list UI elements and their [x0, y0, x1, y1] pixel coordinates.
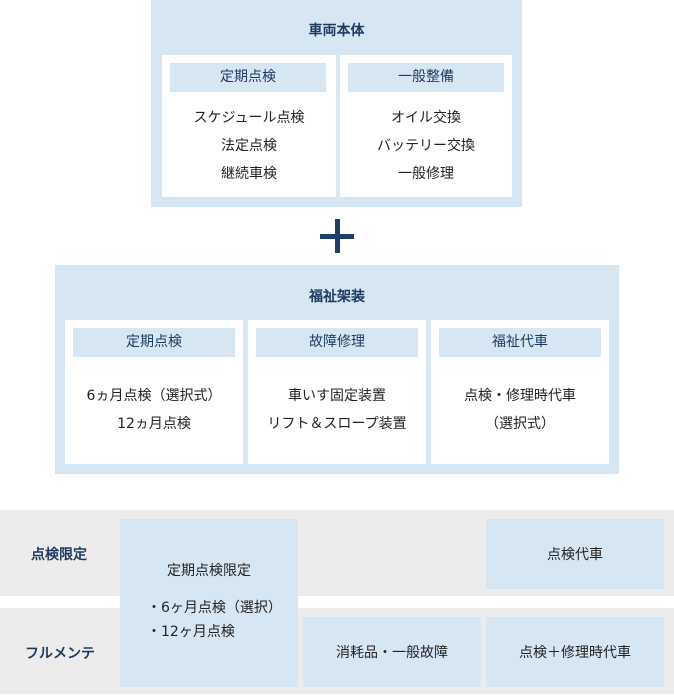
list-item: 一般修理 — [398, 166, 454, 182]
vehicle-general-list: オイル交換 バッテリー交換 一般修理 — [340, 104, 512, 188]
welfare-repair-list: 車いす固定装置 リフト＆スロープ装置 — [248, 382, 426, 438]
list-item: スケジュール点検 — [193, 110, 305, 126]
welfare-car-header: 福祉代車 — [439, 328, 601, 357]
vehicle-periodic-list: スケジュール点検 法定点検 継続車検 — [162, 104, 336, 188]
vehicle-periodic-card: 定期点検 スケジュール点検 法定点検 継続車検 — [162, 55, 336, 197]
list-item: 点検・修理時代車 — [464, 388, 576, 404]
welfare-car-list: 点検・修理時代車 （選択式） — [431, 382, 609, 438]
list-item: （選択式） — [485, 416, 555, 432]
consumables-cell: 消耗品・一般故障 — [303, 617, 481, 687]
list-item: 継続車検 — [221, 166, 277, 182]
welfare-periodic-list: 6ヵ月点検（選択式） 12ヵ月点検 — [65, 382, 243, 438]
full-plan-label: フルメンテ — [25, 646, 95, 662]
welfare-car-card: 福祉代車 点検・修理時代車 （選択式） — [431, 320, 609, 464]
vehicle-panel: 車両本体 定期点検 スケジュール点検 法定点検 継続車検 一般整備 オイル交換 … — [151, 0, 522, 207]
vehicle-general-card: 一般整備 オイル交換 バッテリー交換 一般修理 — [340, 55, 512, 197]
periodic-limited-title: 定期点検限定 — [167, 563, 251, 579]
repair-car-cell: 点検＋修理時代車 — [486, 617, 664, 687]
welfare-periodic-header: 定期点検 — [73, 328, 235, 357]
inspection-plan-label: 点検限定 — [31, 547, 87, 563]
list-item: リフト＆スロープ装置 — [267, 416, 407, 432]
periodic-limited-cell: 定期点検限定 ・6ヶ月点検（選択） ・12ヶ月点検 — [120, 519, 298, 687]
list-item: 法定点検 — [221, 138, 277, 154]
welfare-panel: 福祉架装 定期点検 6ヵ月点検（選択式） 12ヵ月点検 故障修理 車いす固定装置… — [55, 265, 619, 474]
list-item: 6ヵ月点検（選択式） — [86, 388, 222, 404]
list-item: 12ヵ月点検 — [117, 416, 191, 432]
vehicle-title: 車両本体 — [308, 23, 365, 39]
periodic-limited-list: ・6ヶ月点検（選択） ・12ヶ月点検 — [147, 596, 282, 644]
vehicle-general-header: 一般整備 — [348, 63, 504, 92]
list-item: オイル交換 — [391, 110, 461, 126]
welfare-repair-header: 故障修理 — [256, 328, 418, 357]
plus-icon — [320, 219, 354, 253]
list-item: バッテリー交換 — [377, 138, 475, 154]
welfare-periodic-card: 定期点検 6ヵ月点検（選択式） 12ヵ月点検 — [65, 320, 243, 464]
welfare-repair-card: 故障修理 車いす固定装置 リフト＆スロープ装置 — [248, 320, 426, 464]
vehicle-periodic-header: 定期点検 — [170, 63, 326, 92]
list-item: 車いす固定装置 — [288, 388, 386, 404]
welfare-title: 福祉架装 — [309, 289, 365, 305]
list-item: ・6ヶ月点検（選択） — [147, 600, 282, 616]
list-item: ・12ヶ月点検 — [147, 624, 235, 640]
inspection-car-cell: 点検代車 — [486, 519, 664, 589]
